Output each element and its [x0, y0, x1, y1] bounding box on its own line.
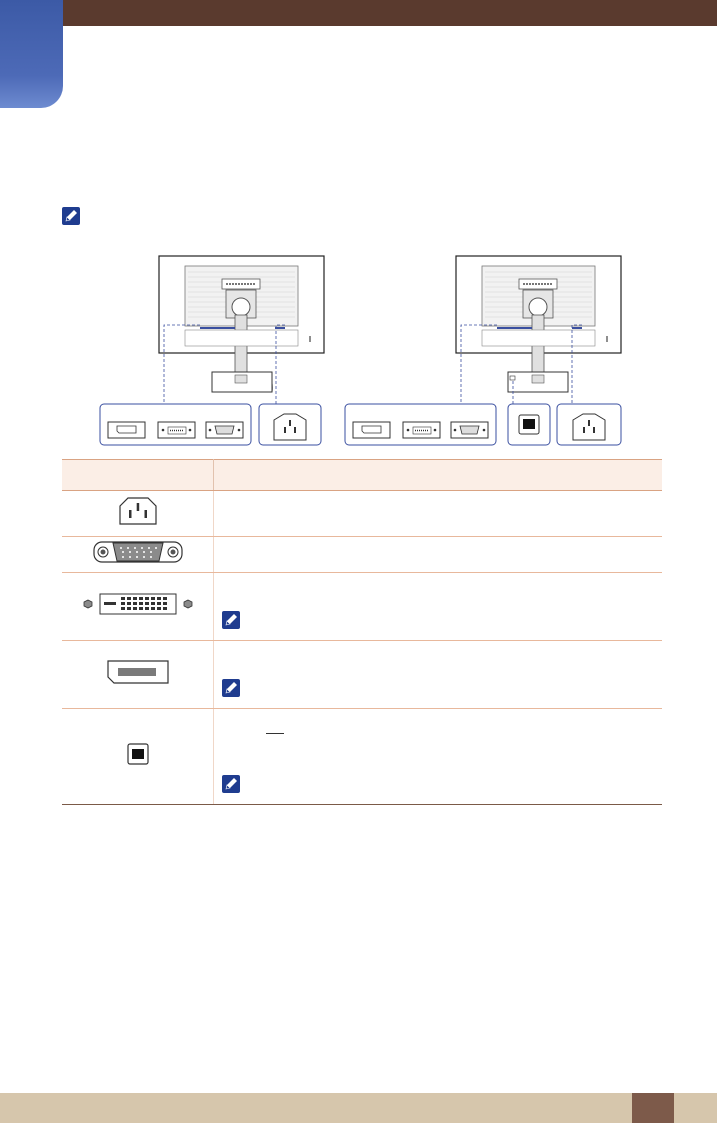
port-cell [62, 708, 214, 805]
port-cell [62, 490, 214, 537]
underline-mark [266, 733, 284, 734]
table-row [62, 490, 662, 537]
footer-bar [0, 1093, 717, 1123]
note-pencil-icon [222, 679, 240, 697]
description-cell [213, 490, 662, 537]
usb-port-icon [126, 743, 149, 765]
displayport-icon [106, 660, 169, 684]
port-cell [62, 640, 214, 709]
description-cell [213, 572, 662, 641]
table-row [62, 640, 662, 709]
note-pencil-icon [222, 775, 240, 793]
table-row [62, 708, 662, 805]
port-cell [62, 536, 214, 573]
description-cell [213, 536, 662, 573]
monitor-back-diagram [99, 255, 622, 446]
note-pencil-icon [62, 207, 80, 225]
table-header-row [62, 459, 662, 491]
description-cell [213, 640, 662, 709]
note-pencil-icon [222, 611, 240, 629]
page-number-box [632, 1093, 674, 1123]
description-cell [213, 708, 662, 805]
port-column-header [62, 459, 214, 491]
monitor-right [455, 255, 622, 393]
description-column-header [213, 459, 662, 491]
ports-table [62, 459, 662, 805]
table-row [62, 536, 662, 573]
chapter-tab [0, 0, 63, 108]
power-port-icon [118, 497, 157, 525]
vga-port-icon [92, 541, 183, 563]
port-cell [62, 572, 214, 641]
monitor-left [158, 255, 325, 393]
dvi-port-icon [83, 593, 192, 615]
header-bar [0, 0, 717, 26]
table-row [62, 572, 662, 641]
